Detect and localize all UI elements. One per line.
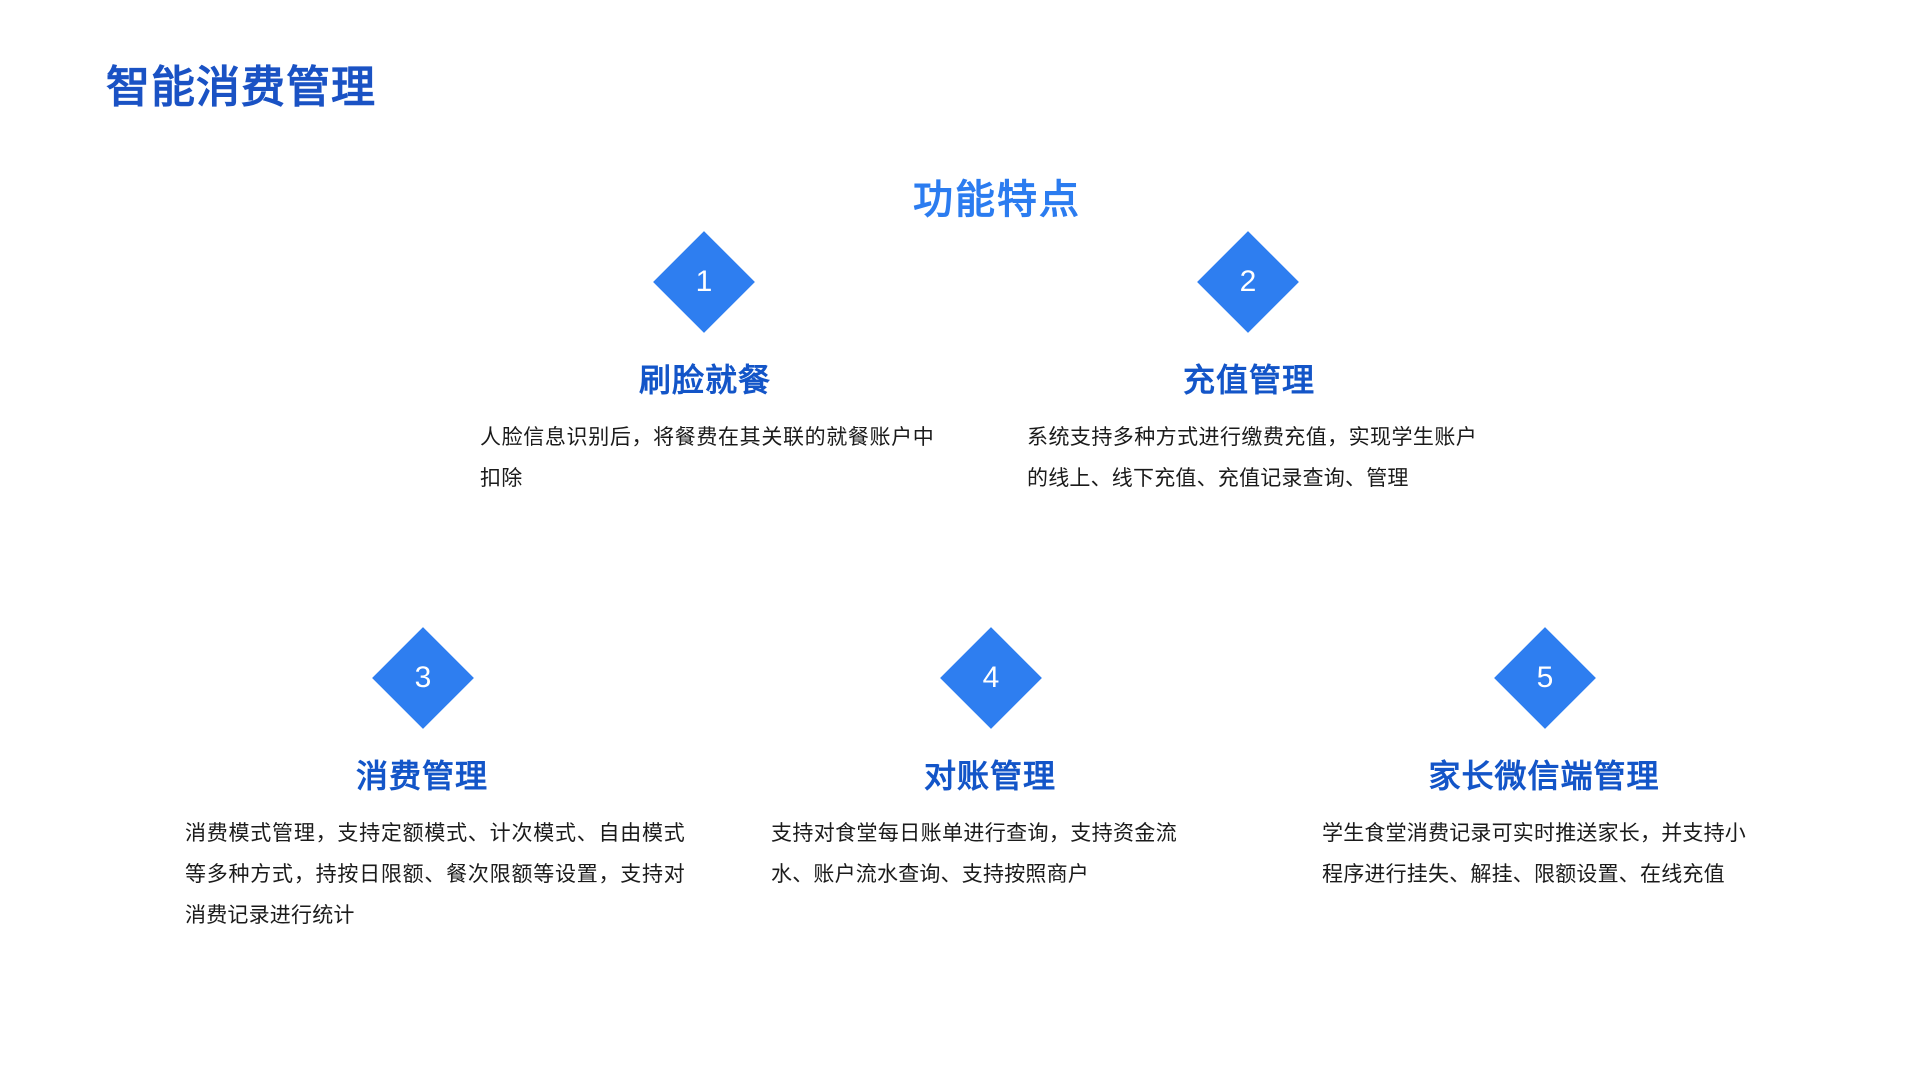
diamond-number: 3 xyxy=(414,661,432,694)
diamond-badge-2: 2 xyxy=(1013,228,1483,336)
diamond-number: 1 xyxy=(695,265,713,298)
diamond-badge-3: 3 xyxy=(173,624,673,732)
feature-description: 消费模式管理，支持定额模式、计次模式、自由模式等多种方式，持按日限额、餐次限额等… xyxy=(185,822,685,927)
feature-description: 人脸信息识别后，将餐费在其关联的就餐账户中扣除 xyxy=(480,426,934,490)
diamond-shape-icon: 1 xyxy=(653,231,755,333)
diamond-number: 4 xyxy=(982,661,1000,694)
diamond-shape-icon: 2 xyxy=(1197,231,1299,333)
diamond-badge-1: 1 xyxy=(469,228,939,336)
feature-title: 消费管理 xyxy=(355,758,488,794)
diamond-badge-4: 4 xyxy=(766,624,1216,732)
feature-card-2: 2 充值管理 系统支持多种方式进行缴费充值，实现学生账户的线上、线下充值、充值记… xyxy=(1013,228,1483,500)
diamond-shape-icon: 4 xyxy=(940,627,1042,729)
section-heading: 功能特点 xyxy=(913,178,1081,222)
diamond-number: 2 xyxy=(1239,265,1257,298)
diamond-number: 5 xyxy=(1536,661,1554,694)
feature-card-4: 4 对账管理 支持对食堂每日账单进行查询，支持资金流水、账户流水查询、支持按照商… xyxy=(757,624,1207,896)
feature-title: 刷脸就餐 xyxy=(638,362,771,398)
feature-title: 家长微信端管理 xyxy=(1428,758,1660,794)
feature-description: 学生食堂消费记录可实时推送家长，并支持小程序进行挂失、解挂、限额设置、在线充值 xyxy=(1322,822,1746,886)
feature-card-3: 3 消费管理 消费模式管理，支持定额模式、计次模式、自由模式等多种方式，持按日限… xyxy=(185,624,685,937)
diamond-shape-icon: 3 xyxy=(372,627,474,729)
page-title: 智能消费管理 xyxy=(106,63,376,112)
feature-card-1: 1 刷脸就餐 人脸信息识别后，将餐费在其关联的就餐账户中扣除 xyxy=(470,228,940,500)
diamond-badge-5: 5 xyxy=(1325,624,1765,732)
feature-description: 系统支持多种方式进行缴费充值，实现学生账户的线上、线下充值、充值记录查询、管理 xyxy=(1027,426,1477,490)
feature-description: 支持对食堂每日账单进行查询，支持资金流水、账户流水查询、支持按照商户 xyxy=(771,822,1177,886)
diamond-shape-icon: 5 xyxy=(1494,627,1596,729)
feature-title: 充值管理 xyxy=(1182,362,1315,398)
feature-title: 对账管理 xyxy=(923,758,1056,794)
feature-card-5: 5 家长微信端管理 学生食堂消费记录可实时推送家长，并支持小程序进行挂失、解挂、… xyxy=(1310,624,1750,896)
